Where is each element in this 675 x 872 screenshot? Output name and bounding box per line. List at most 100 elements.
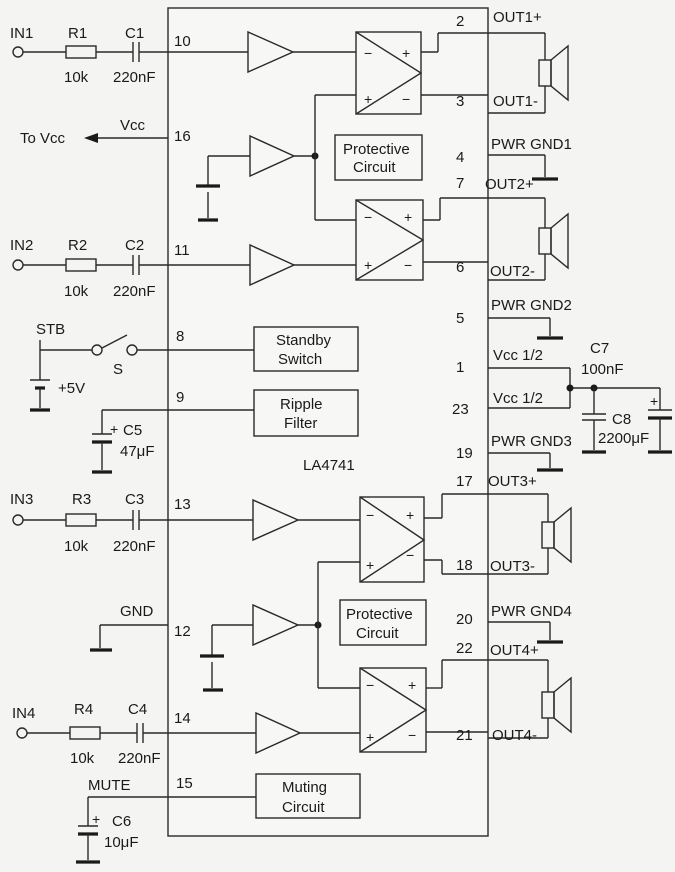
svg-text:IN2: IN2 xyxy=(10,237,33,254)
pin-7: 7 xyxy=(456,175,464,192)
svg-text:+: + xyxy=(366,557,374,573)
pin-5: 5 xyxy=(456,310,464,327)
standby-switch[interactable] xyxy=(101,334,128,349)
svg-text:OUT4+: OUT4+ xyxy=(490,642,539,659)
svg-text:C7: C7 xyxy=(590,340,609,357)
svg-text:Vcc 1/2: Vcc 1/2 xyxy=(493,347,543,364)
protective-circuit-2 xyxy=(339,599,427,646)
svg-text:Protective: Protective xyxy=(343,141,410,158)
pin-10: 10 xyxy=(174,33,191,50)
ripple-circuit: + C5 47μF 9 xyxy=(92,389,254,474)
in1-label: IN1 xyxy=(10,25,33,42)
pin-4: 4 xyxy=(456,149,464,166)
pin-22: 22 xyxy=(456,640,473,657)
standby-switch-block xyxy=(253,326,359,372)
ripple-filter-block xyxy=(253,389,359,437)
ch2-buffer-amp xyxy=(249,243,296,287)
speaker-1: OUT1+ OUT1- xyxy=(488,9,569,114)
svg-text:+: + xyxy=(364,257,372,273)
channel-4-input: IN4 R4 10k C4 220nF 14 xyxy=(12,701,256,767)
svg-text:−: − xyxy=(408,727,416,743)
svg-text:−: − xyxy=(402,91,410,107)
pin-6: 6 xyxy=(456,259,464,276)
pwr-gnd-4: PWR GND4 xyxy=(488,603,572,644)
pin-20: 20 xyxy=(456,611,473,628)
svg-text:Muting: Muting xyxy=(282,779,327,796)
ch1-power-amp xyxy=(355,31,422,115)
mute-circuit: MUTE + C6 10μF 15 xyxy=(76,775,256,864)
to-vcc-label: To Vcc xyxy=(20,130,66,147)
pin-9: 9 xyxy=(176,389,184,406)
speaker-icon xyxy=(541,521,555,549)
svg-text:10k: 10k xyxy=(64,538,89,555)
svg-text:−: − xyxy=(366,507,374,523)
svg-text:Filter: Filter xyxy=(284,415,317,432)
ch1-amp-plus: + xyxy=(402,45,410,61)
svg-text:Circuit: Circuit xyxy=(353,159,396,176)
speaker-icon xyxy=(538,227,552,255)
svg-text:C5: C5 xyxy=(123,422,142,439)
svg-text:47μF: 47μF xyxy=(120,443,155,460)
pin-14: 14 xyxy=(174,710,191,727)
svg-text:+: + xyxy=(92,811,100,827)
pin-1: 1 xyxy=(456,359,464,376)
svg-text:10μF: 10μF xyxy=(104,834,139,851)
svg-text:C8: C8 xyxy=(612,411,631,428)
svg-text:STB: STB xyxy=(36,321,65,338)
r1-value: 10k xyxy=(64,69,89,86)
pin-2: 2 xyxy=(456,13,464,30)
svg-text:2200μF: 2200μF xyxy=(598,430,649,447)
svg-text:PWR GND1: PWR GND1 xyxy=(491,136,572,153)
svg-text:+: + xyxy=(406,507,414,523)
svg-text:OUT1-: OUT1- xyxy=(493,93,538,110)
pin-11: 11 xyxy=(174,242,190,259)
svg-text:220nF: 220nF xyxy=(113,538,156,555)
pwr-gnd-2: PWR GND2 5 xyxy=(456,297,572,340)
pwr-gnd-3: PWR GND3 19 xyxy=(456,433,572,472)
speaker-icon xyxy=(538,59,552,87)
svg-text:100nF: 100nF xyxy=(581,361,624,378)
svg-text:OUT3-: OUT3- xyxy=(490,558,535,575)
ch1-amp-minus: − xyxy=(364,45,372,61)
svg-text:+5V: +5V xyxy=(58,380,85,397)
pin-19: 19 xyxy=(456,445,473,462)
speaker-icon xyxy=(541,691,555,719)
svg-text:−: − xyxy=(406,547,414,563)
svg-text:+: + xyxy=(364,91,372,107)
svg-text:+: + xyxy=(366,729,374,745)
pin-13: 13 xyxy=(174,496,191,513)
svg-text:C3: C3 xyxy=(125,491,144,508)
r1-resistor xyxy=(65,45,97,59)
pin-16: 16 xyxy=(174,128,191,145)
svg-text:−: − xyxy=(404,257,412,273)
svg-text:PWR GND4: PWR GND4 xyxy=(491,603,572,620)
svg-text:C4: C4 xyxy=(128,701,147,718)
pin-17: 17 xyxy=(456,473,473,490)
svg-text:220nF: 220nF xyxy=(113,283,156,300)
r1-label: R1 xyxy=(68,25,87,42)
pin-23: 23 xyxy=(452,401,469,418)
svg-text:Protective: Protective xyxy=(346,606,413,623)
svg-text:220nF: 220nF xyxy=(118,750,161,767)
pin-15: 15 xyxy=(176,775,193,792)
c1-label: C1 xyxy=(125,25,144,42)
svg-text:Vcc 1/2: Vcc 1/2 xyxy=(493,390,543,407)
speaker-3: OUT3+ OUT3- xyxy=(488,473,572,575)
svg-text:R2: R2 xyxy=(68,237,87,254)
in1-terminal xyxy=(12,46,24,58)
channel-3-input: IN3 R3 10k C3 220nF 13 xyxy=(10,491,253,555)
svg-text:−: − xyxy=(364,209,372,225)
svg-text:OUT3+: OUT3+ xyxy=(488,473,537,490)
svg-text:R3: R3 xyxy=(72,491,91,508)
ch1-buffer-amp xyxy=(247,30,295,74)
svg-text:R4: R4 xyxy=(74,701,93,718)
pin-12: 12 xyxy=(174,623,191,640)
channel-2-input: IN2 R2 10k C2 220nF 11 xyxy=(10,237,250,300)
speaker-2: OUT2+ OUT2- xyxy=(485,176,569,281)
vcc-half-network: Vcc 1/2 1 Vcc 1/2 23 C7 100nF + C8 2200μ… xyxy=(452,340,672,454)
pin-21: 21 xyxy=(456,727,473,744)
svg-text:C6: C6 xyxy=(112,813,131,830)
svg-text:10k: 10k xyxy=(64,283,89,300)
